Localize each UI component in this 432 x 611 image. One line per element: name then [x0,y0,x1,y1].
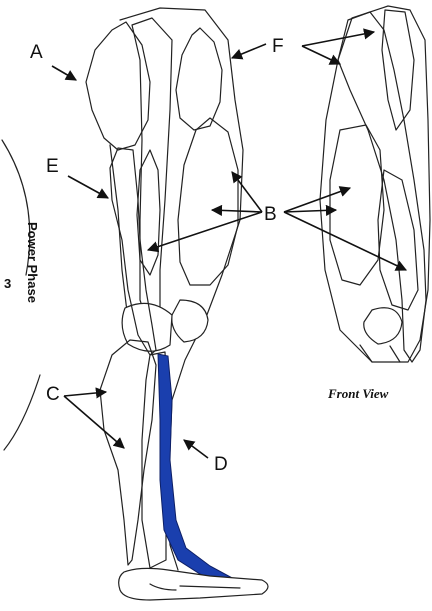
phase-number: 3 [4,276,11,291]
muscle-f-side [176,28,222,130]
phase-arc-lower [4,375,40,450]
label-b: B [264,204,277,225]
label-f: F [272,36,284,57]
foot-bone [119,568,268,600]
femur-bone [132,18,172,330]
muscle-b-side-vastus [178,118,238,285]
arrow-f-front-lower [302,46,340,64]
front-view-femur [382,10,414,130]
arrow-e [68,176,108,198]
label-e: E [46,156,59,177]
arrow-d [184,440,208,458]
arrow-c-upper [64,392,106,396]
front-knee-lines [360,345,400,362]
arrow-b-1 [232,172,262,212]
arrow-b-2 [212,210,262,212]
arrow-b-5 [284,210,336,212]
label-c: C [46,384,60,405]
arrow-b-4 [284,188,350,212]
label-a: A [30,42,43,63]
arrow-f-side [232,44,266,58]
arrow-b-6 [284,212,406,270]
muscle-b-front-right [378,170,418,310]
knee-joint-bone [122,303,172,351]
arrow-c-lower [64,396,124,448]
front-kneecap [364,308,402,344]
phase-text: Power Phase [25,222,40,303]
front-view-caption: Front View [327,386,389,401]
label-d: D [214,454,228,475]
arrow-a [52,66,76,80]
kneecap-bone [172,300,208,342]
muscle-b-front-left [330,125,384,285]
arrow-f-front-upper [302,32,374,46]
arrow-b-3 [148,212,262,250]
